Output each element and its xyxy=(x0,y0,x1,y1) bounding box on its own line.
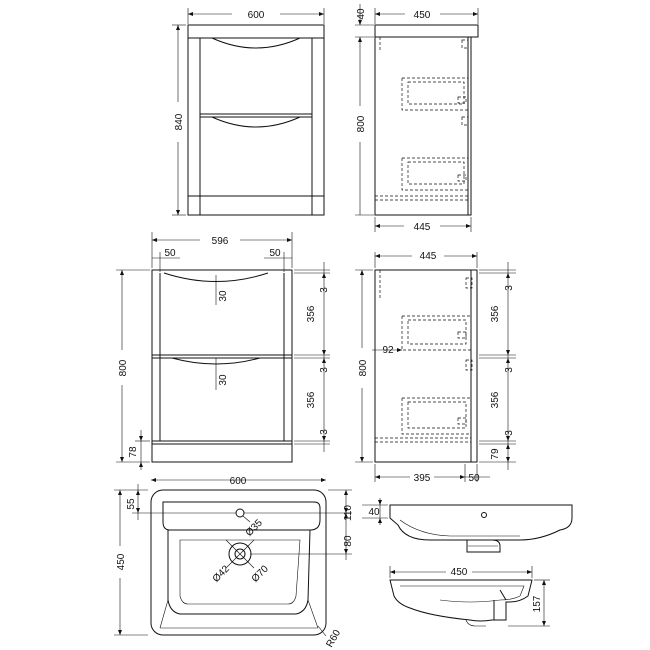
waste-inner xyxy=(234,548,246,560)
bottom-depth-dimension: 445 xyxy=(414,222,431,233)
basin-depth-dimension: 450 xyxy=(116,553,127,570)
lip-thickness-dimension: 40 xyxy=(368,507,380,518)
top-gap-dimension: 3 xyxy=(319,287,330,293)
top-front-elevation: 600 840 xyxy=(172,8,325,216)
drawer-handle-cutout xyxy=(211,116,301,128)
drawer-handle-cutout xyxy=(211,37,301,49)
middle-side-elevation: 445 800 92 395 50 3 356 3 356 3 xyxy=(355,251,516,484)
basin-plan-view: 600 450 55 110 80 Ø35 Ø42 Ø70 R60 xyxy=(114,476,354,649)
middle-gap-dimension: 3 xyxy=(504,367,515,373)
tap-offset-dimension: 55 xyxy=(126,498,137,510)
top-gap-dimension: 3 xyxy=(504,285,515,291)
base-depth-dimension: 395 xyxy=(414,473,431,484)
section-height-dimension: 157 xyxy=(532,595,543,612)
middle-front-elevation: 596 50 50 30 30 800 78 3 356 xyxy=(116,232,330,470)
drawer1-height-dimension: 356 xyxy=(490,305,501,322)
basin-bowl xyxy=(167,529,311,615)
cabinet-side-outline xyxy=(374,269,478,463)
middle-gap-dimension: 3 xyxy=(319,367,330,373)
basin-side-view: 40 xyxy=(362,498,573,553)
basin-ledge xyxy=(162,501,321,531)
height-dimension: 800 xyxy=(356,115,367,132)
worktop-outline xyxy=(374,24,479,38)
plinth-dimension: 79 xyxy=(490,448,501,460)
bottom-gap-dimension: 3 xyxy=(319,429,330,435)
section-depth-dimension: 450 xyxy=(451,567,468,578)
cabinet-side-outline xyxy=(374,36,472,216)
top-side-elevation: 450 40 800 445 xyxy=(355,4,479,233)
waste-inner-diameter: Ø42 xyxy=(211,563,232,584)
runner-inset-dimension: 92 xyxy=(382,345,394,356)
base-end-dimension: 50 xyxy=(468,473,480,484)
tap-hole xyxy=(235,508,245,518)
corner-radius: R60 xyxy=(324,628,343,650)
left-offset-dimension: 50 xyxy=(164,248,176,259)
waste-outlet xyxy=(466,539,501,553)
worktop-thickness-dimension: 40 xyxy=(356,8,367,20)
basin-outer-outline xyxy=(150,489,327,636)
height-dimension: 800 xyxy=(118,359,129,376)
tap-hole-diameter: Ø35 xyxy=(244,517,265,538)
drawer2-height-dimension: 356 xyxy=(306,391,317,408)
drawer1-height-dimension: 356 xyxy=(306,305,317,322)
basin-width-dimension: 600 xyxy=(230,476,247,487)
basin-section-outline xyxy=(389,579,533,622)
drawer2-height-dimension: 356 xyxy=(490,391,501,408)
handle-depth-dimension: 30 xyxy=(218,374,229,386)
waste-offset-dimension: 80 xyxy=(343,535,354,547)
height-dimension: 800 xyxy=(358,359,369,376)
ledge-dimension: 110 xyxy=(343,505,354,521)
width-dimension: 596 xyxy=(212,236,229,247)
cabinet-outline xyxy=(151,269,293,463)
depth-dimension: 450 xyxy=(414,10,431,21)
plinth-dimension: 78 xyxy=(128,446,139,458)
width-dimension: 600 xyxy=(248,10,265,21)
handle-depth-dimension: 30 xyxy=(218,290,229,302)
cabinet-outline xyxy=(187,24,325,216)
right-offset-dimension: 50 xyxy=(269,248,281,259)
height-dimension: 840 xyxy=(174,113,185,130)
basin-side-outline xyxy=(389,504,573,541)
depth-dimension: 445 xyxy=(420,251,437,262)
bottom-gap-dimension: 3 xyxy=(504,430,515,436)
basin-section-view: 450 157 xyxy=(389,566,550,627)
